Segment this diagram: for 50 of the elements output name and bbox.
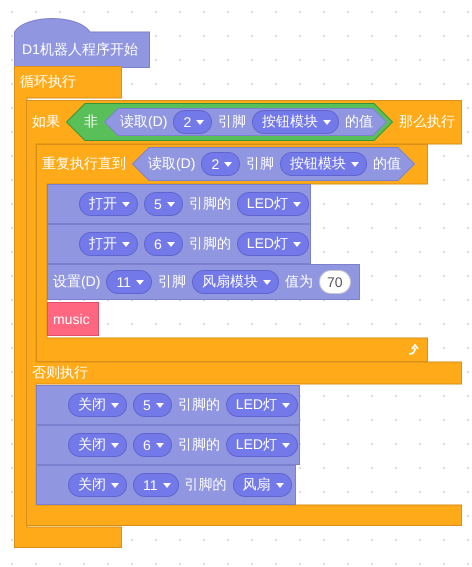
block-label: 引脚的 — [188, 235, 231, 253]
command-block — [47, 264, 360, 300]
block-label: music — [53, 311, 90, 327]
command-block — [36, 385, 300, 425]
block-label: 值为 — [284, 273, 313, 291]
dropdown-field: 11 — [133, 473, 179, 497]
block-label: 读取(D) — [120, 113, 168, 131]
block-label: 引脚的 — [178, 436, 220, 454]
if-else-block — [26, 100, 462, 526]
dropdown-field: LED灯 — [226, 393, 298, 417]
block-label: 非 — [84, 113, 98, 131]
dropdown-field: 风扇 — [232, 473, 292, 497]
command-block — [47, 224, 311, 264]
dropdown-field: LED灯 — [226, 433, 298, 457]
command-block — [36, 465, 296, 505]
dropdown-field: 11 — [106, 270, 152, 294]
dropdown-field: 关闭 — [68, 393, 127, 417]
dropdown-field: LED灯 — [236, 232, 310, 256]
block-label: 否则执行 — [32, 364, 88, 382]
hat-block — [14, 18, 150, 68]
block-label: 引脚 — [158, 273, 186, 291]
dropdown-field: 风扇模块 — [192, 270, 279, 294]
block-label: 引脚 — [218, 113, 246, 131]
command-block — [47, 184, 311, 224]
dropdown-field: 按钮模块 — [280, 152, 368, 176]
block-label: 读取(D) — [148, 155, 196, 173]
boolean-reporter-block — [104, 108, 388, 136]
block-label: D1机器人程序开始 — [22, 41, 138, 59]
dropdown-field: 打开 — [79, 192, 138, 216]
music-block — [47, 302, 99, 336]
dropdown-field: 关闭 — [68, 433, 127, 457]
block-label: 引脚的 — [184, 476, 227, 494]
block-label: 引脚的 — [178, 396, 220, 414]
block-label: 的值 — [345, 113, 374, 131]
block-label: 引脚的 — [188, 195, 231, 213]
block-label: 循环执行 — [20, 73, 76, 91]
block-label: 设置(D) — [53, 273, 100, 291]
block-label: 的值 — [373, 155, 402, 173]
block-label: 重复执行直到 — [42, 155, 126, 173]
block-label: 引脚 — [246, 155, 274, 173]
dropdown-field: 打开 — [79, 232, 138, 256]
block-label: 如果 — [32, 113, 60, 131]
command-block — [36, 425, 300, 465]
dropdown-field: 按钮模块 — [252, 110, 340, 134]
dropdown-field: LED灯 — [236, 192, 310, 216]
loop-block — [36, 144, 428, 362]
boolean-reporter-block — [132, 147, 416, 181]
not-operator-block — [66, 103, 394, 141]
dropdown-field: 关闭 — [68, 473, 127, 497]
block-label: 那么执行 — [399, 113, 456, 131]
